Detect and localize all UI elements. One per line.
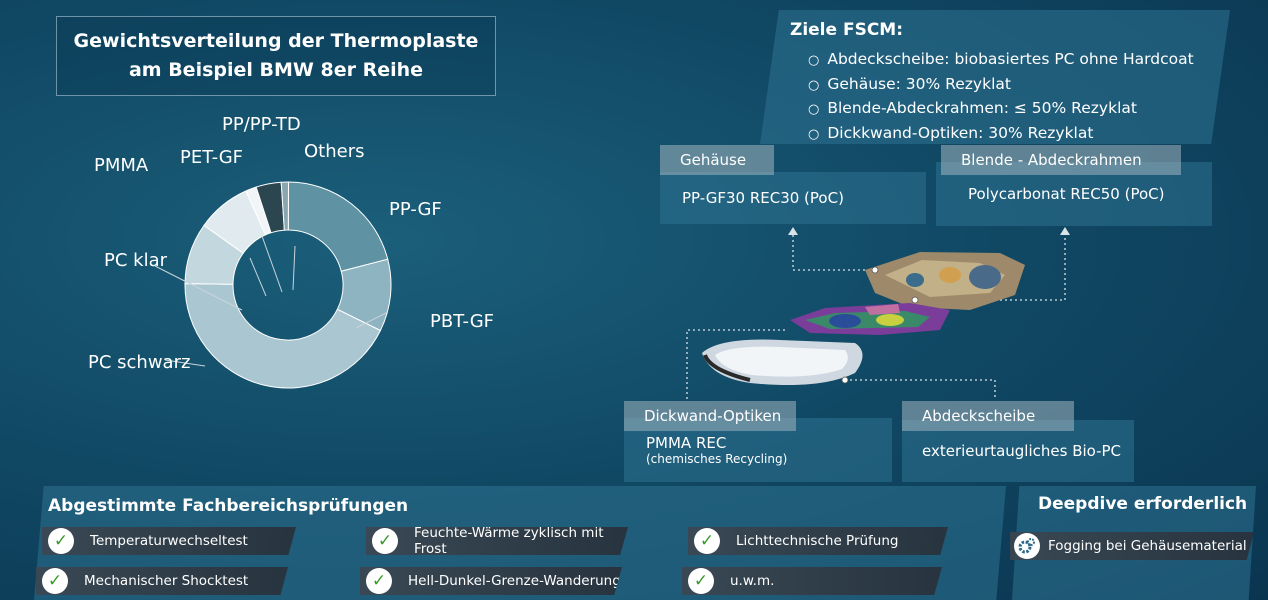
leader-pet-gf [249,257,267,297]
fscm-item: Dickkwand-Optiken: 30% Rezyklat [808,122,1194,147]
deepdive-item: Fogging bei Gehäusematerial [1010,532,1254,560]
pruefung-item: ✓ Hell-Dunkel-Grenze-Wanderung [360,567,622,595]
check-icon: ✓ [366,568,392,594]
leader-pmma [154,265,243,311]
bezel-part [790,303,950,335]
pruefung-item: ✓ Feuchte-Wärme zyklisch mit Frost [366,527,628,555]
gear-icon [1014,533,1040,559]
pruefung-label: Feuchte-Wärme zyklisch mit Frost [414,525,604,557]
lens-part [702,339,863,386]
leader-pp-gf [355,311,389,329]
check-icon: ✓ [42,568,68,594]
check-icon: ✓ [694,528,720,554]
blende-tag: Blende - Abdeckrahmen [941,145,1181,175]
pruefung-label: Lichttechnische Prüfung [736,533,899,549]
pruefung-item: ✓ Temperaturwechseltest [42,527,296,555]
slice-pc-schwarz [184,283,382,389]
abdeckscheibe-value: exterieurtaugliches Bio-PC [922,442,1122,460]
check-icon: ✓ [372,528,398,554]
slice-others [280,181,290,231]
deepdive-title: Deepdive erforderlich [1038,494,1248,514]
blende-value: Polycarbonat REC50 (PoC) [968,185,1165,203]
chart-title-box: Gewichtsverteilung der Thermoplaste am B… [56,16,496,96]
dickwand-value: PMMA REC [646,434,727,452]
gehaeuse-tag: Gehäuse [660,145,774,175]
pruefung-item: ✓ Lichttechnische Prüfung [688,527,948,555]
chart-title-line1: Gewichtsverteilung der Thermoplaste [73,30,479,52]
pruefung-item: ✓ u.w.m. [682,567,942,595]
label-pbt-gf: PBT-GF [430,311,495,332]
dickwand-tag: Dickwand-Optiken [624,401,796,431]
leader-pp-pp-td [261,235,283,293]
check-icon: ✓ [688,568,714,594]
label-pmma: PMMA [94,155,149,176]
fscm-item: Blende-Abdeckrahmen: ≤ 50% Rezyklat [808,97,1194,122]
label-pp-pp-td: PP/PP-TD [222,114,301,135]
connector-dots [841,266,919,384]
fscm-list: Abdeckscheibe: biobasiertes PC ohne Hard… [808,48,1194,147]
pruefungen-title: Abgestimmte Fachbereichsprüfungen [48,496,409,516]
label-pc-schwarz: PC schwarz [88,352,191,373]
deepdive-label: Fogging bei Gehäusematerial [1048,538,1247,554]
label-pp-gf: PP-GF [389,199,442,220]
dickwand-note: (chemisches Recycling) [646,452,788,466]
abdeckscheibe-tag: Abdeckscheibe [902,401,1074,431]
leader-pc-klar [164,359,206,367]
label-pc-klar: PC klar [104,250,167,271]
housing-part [865,252,1025,310]
fscm-title: Ziele FSCM: [790,20,904,40]
pruefung-label: u.w.m. [730,573,775,589]
label-pet-gf: PET-GF [180,147,244,168]
chart-title-line2: am Beispiel BMW 8er Reihe [128,59,424,81]
pruefung-label: Mechanischer Shocktest [84,573,249,589]
gehaeuse-box: PP-GF30 REC30 (PoC) [660,172,926,224]
fscm-item: Gehäuse: 30% Rezyklat [808,73,1194,98]
pruefung-item: ✓ Mechanischer Shocktest [36,567,288,595]
leader-others [292,245,296,291]
gehaeuse-value: PP-GF30 REC30 (PoC) [682,189,844,207]
headlamp-illustration [686,227,1070,400]
fscm-item: Abdeckscheibe: biobasiertes PC ohne Hard… [808,48,1193,73]
donut-slices [184,181,392,389]
check-icon: ✓ [48,528,74,554]
slice-pp-gf [287,181,389,272]
leader-lines [154,235,389,367]
label-others: Others [304,141,365,162]
donut-chart [154,181,392,389]
arrow-heads [788,227,1070,235]
pruefung-label: Hell-Dunkel-Grenze-Wanderung [408,573,621,589]
pruefung-label: Temperaturwechseltest [90,533,248,549]
